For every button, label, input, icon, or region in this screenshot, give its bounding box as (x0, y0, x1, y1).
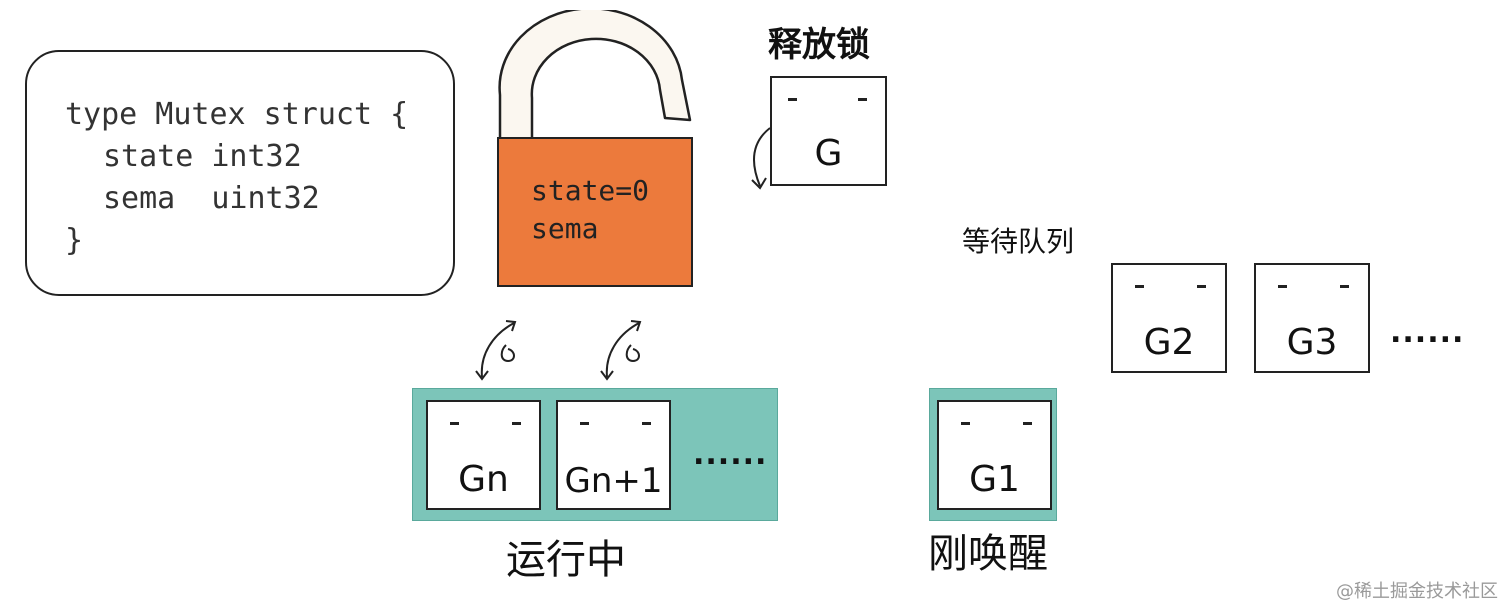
wait-queue-item-g2: G2 (1111, 263, 1227, 373)
goroutine-label: Gn+1 (564, 461, 663, 501)
code-line-state: state int32 (103, 139, 302, 174)
woken-item-g1: G1 (937, 400, 1052, 510)
goroutine-label: G2 (1143, 322, 1195, 363)
lock-shackle-icon (498, 10, 692, 142)
eye-right (642, 422, 651, 425)
release-lock-label: 释放锁 (768, 25, 870, 65)
goroutine-label: G3 (1286, 322, 1338, 363)
spin-arrow-icon (475, 320, 517, 381)
eye-left (1278, 285, 1287, 288)
lock-state-text: state=0 (531, 174, 650, 207)
lock-sema-text: sema (531, 212, 599, 245)
eye-right (1197, 285, 1206, 288)
eye-left (788, 98, 797, 101)
goroutine-label: G (814, 133, 843, 174)
eye-right (1340, 285, 1349, 288)
goroutine-label: G1 (969, 459, 1020, 500)
running-label: 运行中 (506, 537, 626, 583)
lock-body: state=0 sema (497, 137, 693, 287)
wait-queue-more: ...... (1390, 315, 1465, 350)
running-item-gn-plus-1: Gn+1 (556, 400, 671, 510)
code-line-type: type Mutex struct { (65, 97, 409, 132)
woken-label: 刚唤醒 (928, 531, 1048, 577)
eye-left (1135, 285, 1144, 288)
leave-arrow-icon (751, 127, 771, 190)
eye-right (858, 98, 867, 101)
eye-left (450, 422, 459, 425)
eye-right (512, 422, 521, 425)
wait-queue-label: 等待队列 (962, 225, 1075, 258)
released-goroutine-box: G (770, 76, 887, 186)
wait-queue-item-g3: G3 (1254, 263, 1370, 373)
goroutine-label: Gn (458, 459, 509, 500)
code-line-close: } (65, 223, 84, 258)
eye-left (580, 422, 589, 425)
eye-right (1023, 422, 1032, 425)
watermark: @稀土掘金技术社区 (1336, 581, 1498, 602)
running-more: ...... (693, 437, 768, 472)
eye-left (961, 422, 970, 425)
running-item-gn: Gn (426, 400, 541, 510)
spin-arrow-icon (600, 320, 642, 381)
mutex-struct-box: type Mutex struct { state int32 sema uin… (25, 50, 455, 296)
code-line-sema: sema uint32 (103, 181, 320, 216)
